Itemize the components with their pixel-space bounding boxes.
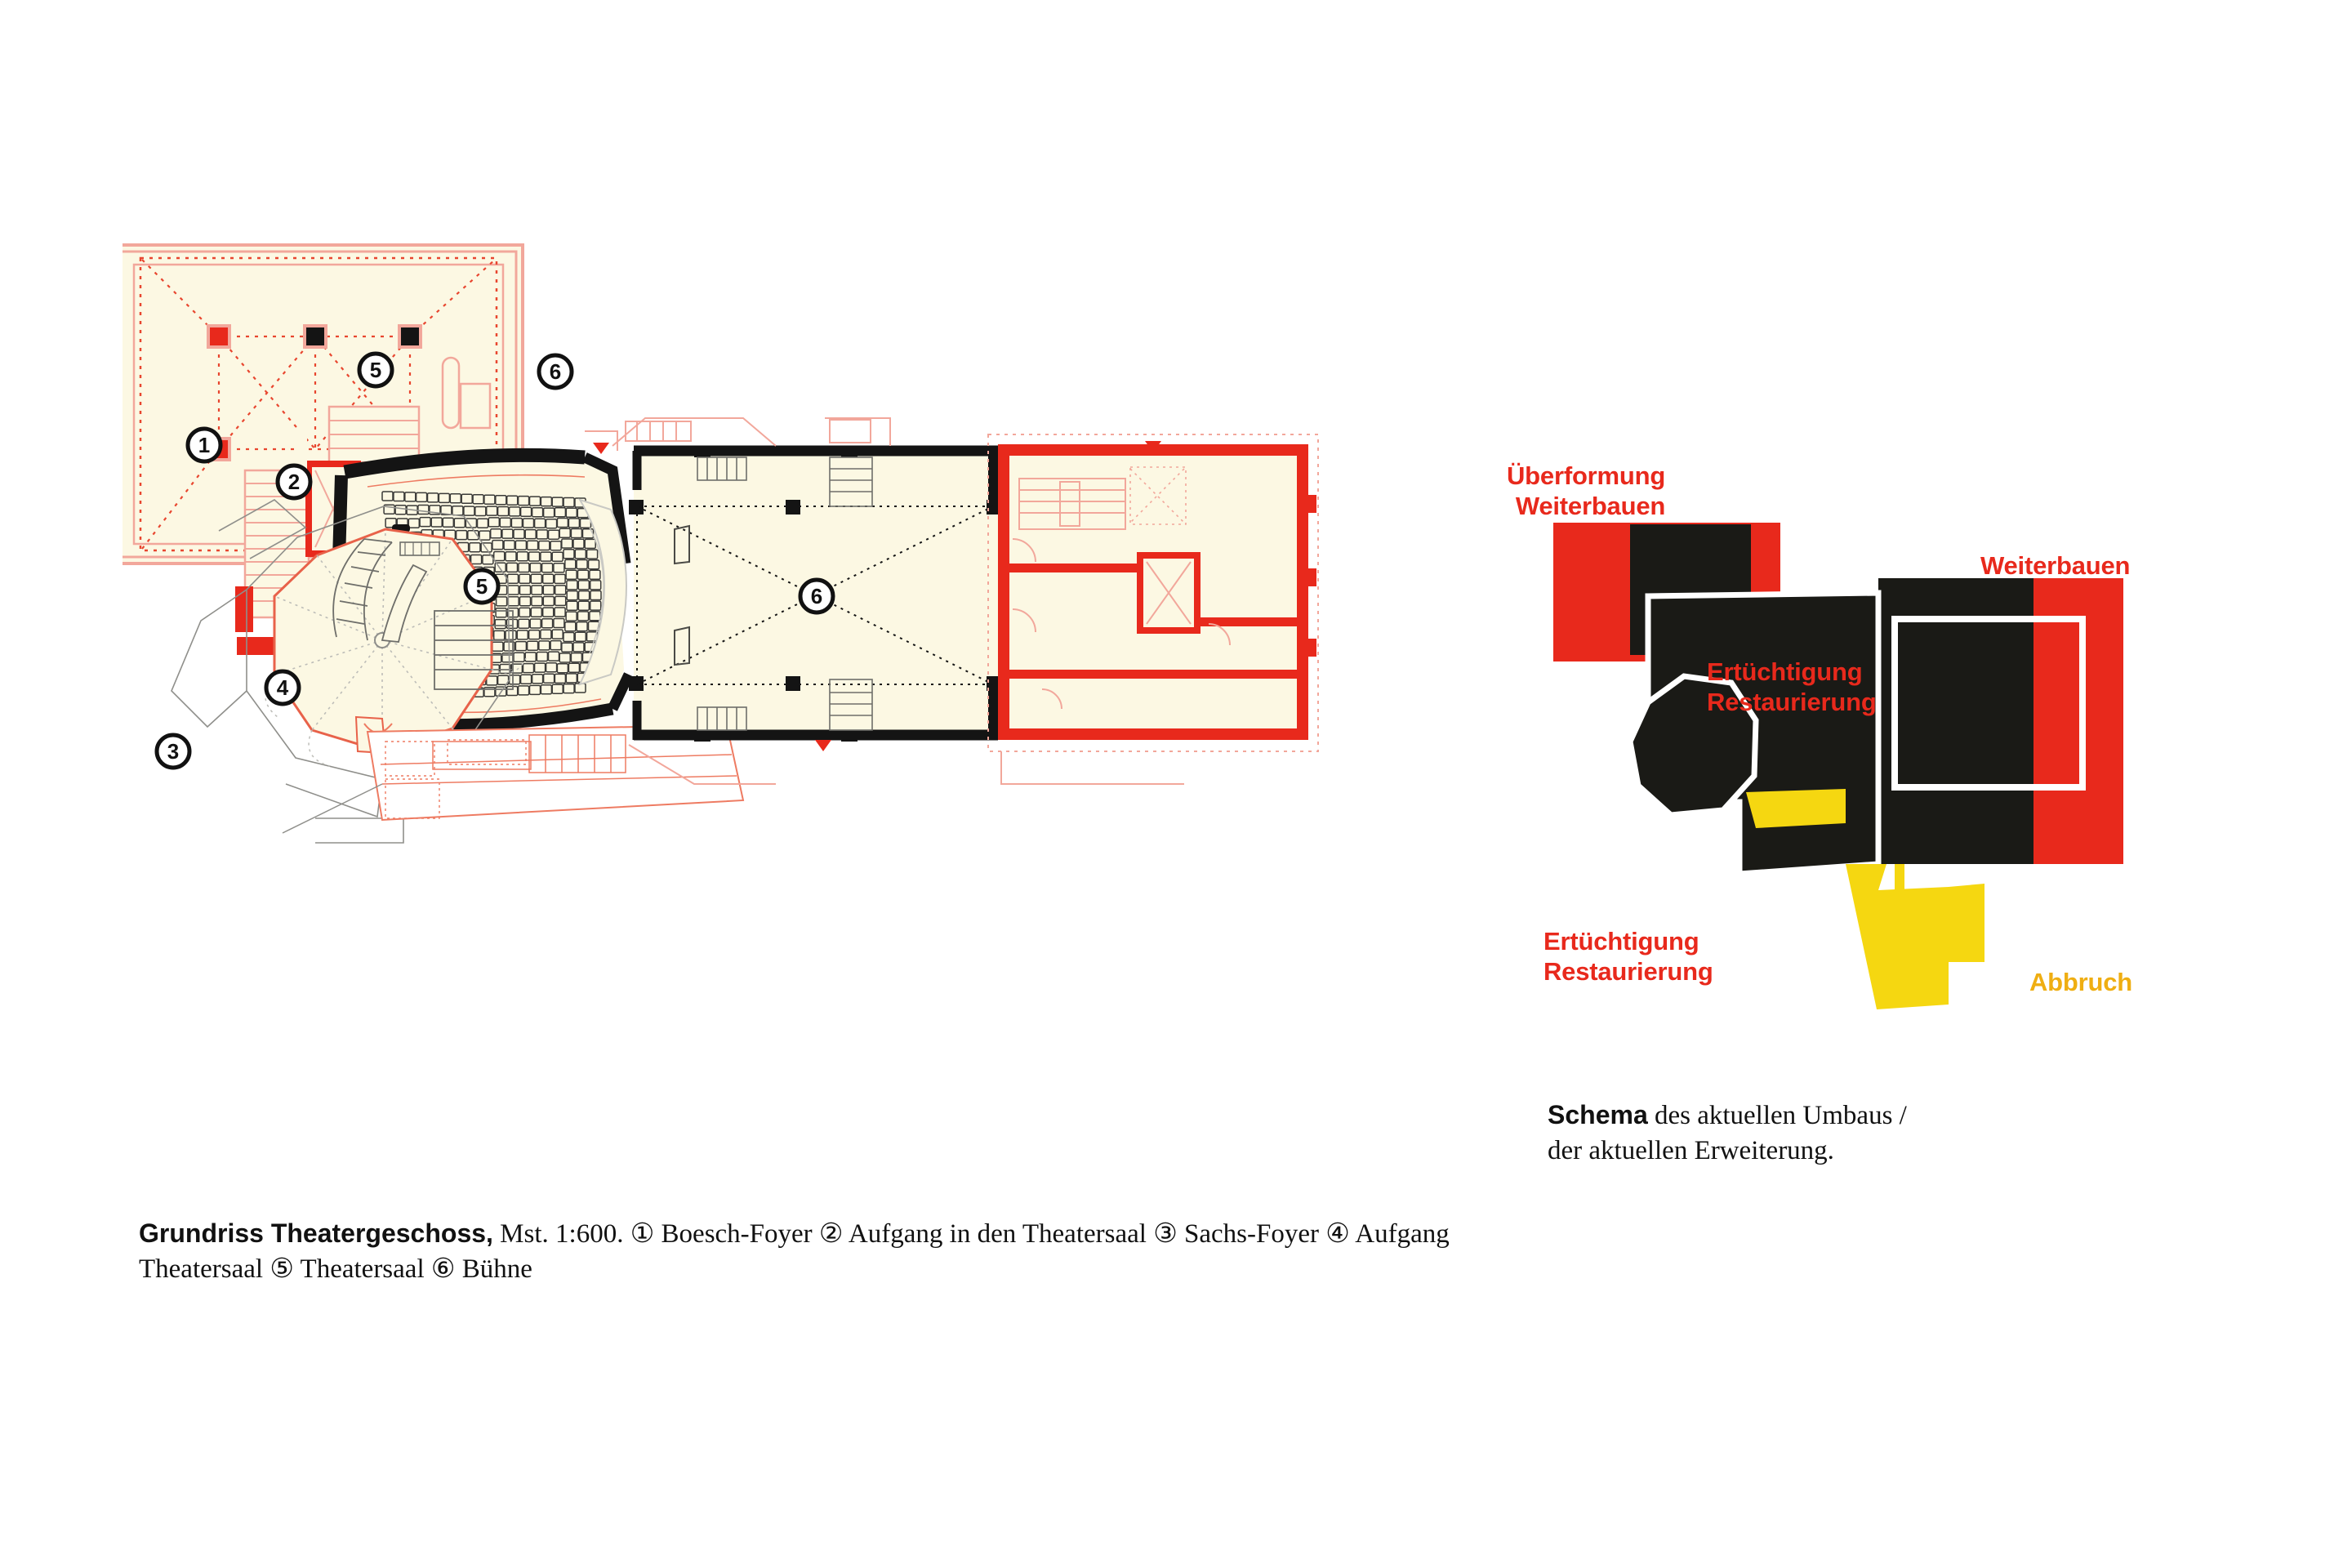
plan-legend-item: ⑤ Theatersaal <box>270 1254 431 1284</box>
marker-1-label: 1 <box>198 433 210 457</box>
block-bestand-right <box>1878 578 2034 864</box>
block-abbruch-upper <box>1746 789 1846 828</box>
schema-label-ertuechtigung-inner-line1: Ertüchtigung <box>1707 657 1863 686</box>
floor-plan-panel: 1 2 3 4 5 <box>122 212 1396 1176</box>
schema-caption-line2: der aktuellen Erweiterung. <box>1548 1135 1834 1165</box>
schema-drawing <box>1553 523 2123 1009</box>
schema-caption-line1: des aktuellen Umbaus / <box>1647 1101 1907 1130</box>
marker-buehne-label: 6 <box>811 584 822 608</box>
marker-2: 2 <box>278 466 310 498</box>
plan-legend-item: ① Boesch-Foyer <box>630 1219 819 1249</box>
plan-legend-item: ② Aufgang in den Theatersaal <box>818 1219 1154 1249</box>
marker-4-label: 4 <box>277 675 289 700</box>
schema-label-ertuechtigung-inner: Ertüchtigung Restaurierung <box>1707 657 1877 717</box>
block-sachs-foyer <box>1627 673 1759 818</box>
plan-number-markers-main: 5 6 <box>466 570 833 612</box>
plan-number-markers: 1 2 3 4 5 <box>157 354 572 768</box>
marker-2-label: 2 <box>288 470 300 494</box>
plan-caption-bold: Grundriss Theatergeschoss, <box>139 1218 493 1248</box>
marker-1: 1 <box>188 429 220 461</box>
plan-legend-item: ⑥ Bühne <box>430 1254 532 1284</box>
marker-buehne: 6 <box>800 580 833 612</box>
schema-caption: Schema des aktuellen Umbaus / der aktuel… <box>1548 1098 2168 1169</box>
marker-3: 3 <box>157 735 189 768</box>
schema-label-weiterbauen: Weiterbauen <box>1980 551 2131 580</box>
plan-caption-scale: Mst. 1:600. <box>492 1219 630 1249</box>
schema-caption-bold: Schema <box>1548 1100 1648 1129</box>
right-wing-rooms <box>987 434 1319 752</box>
schema-label-abbruch: Abbruch <box>2029 968 2133 996</box>
marker-3-label: 3 <box>167 739 179 764</box>
room-sachs-foyer <box>171 499 527 844</box>
block-abbruch-right <box>1949 884 1984 962</box>
plan-caption: Grundriss Theatergeschoss, Mst. 1:600. ①… <box>139 1217 1462 1287</box>
marker-6-label: 6 <box>550 359 561 384</box>
schema-panel <box>1494 433 2246 1021</box>
lower-foyer-strip <box>282 724 745 834</box>
schema-label-ueberformung-line2: Weiterbauen <box>1515 491 1666 520</box>
outline-ertuechtigung-zone <box>1891 616 2086 791</box>
schema-label-ertuechtigung-inner-line2: Restaurierung <box>1707 687 1877 716</box>
marker-theatersaal: 5 <box>466 570 498 603</box>
marker-6: 6 <box>539 355 572 388</box>
schema-label-ertuechtigung-outer: Ertüchtigung Restaurierung <box>1544 927 1713 987</box>
floor-plan-drawing: 1 2 3 4 5 <box>122 243 1319 844</box>
marker-4: 4 <box>266 671 299 704</box>
schema-label-ueberformung: Überformung Weiterbauen <box>1507 461 1665 521</box>
marker-5: 5 <box>359 354 392 386</box>
marker-theatersaal-label: 5 <box>476 574 488 599</box>
schema-label-ueberformung-line1: Überformung <box>1507 461 1666 490</box>
marker-5-label: 5 <box>370 358 381 382</box>
schema-label-ertuechtigung-outer-line1: Ertüchtigung <box>1544 927 1699 956</box>
plan-legend-item: ③ Sachs-Foyer <box>1153 1219 1326 1249</box>
block-abbruch-strip <box>1895 864 1904 956</box>
plan-legend-item: ④ Aufgang Theatersaal <box>139 1219 1450 1284</box>
ghost-geometry <box>585 417 1184 785</box>
entry-markers <box>593 441 1161 751</box>
schema-label-ertuechtigung-outer-line2: Restaurierung <box>1544 956 1713 986</box>
